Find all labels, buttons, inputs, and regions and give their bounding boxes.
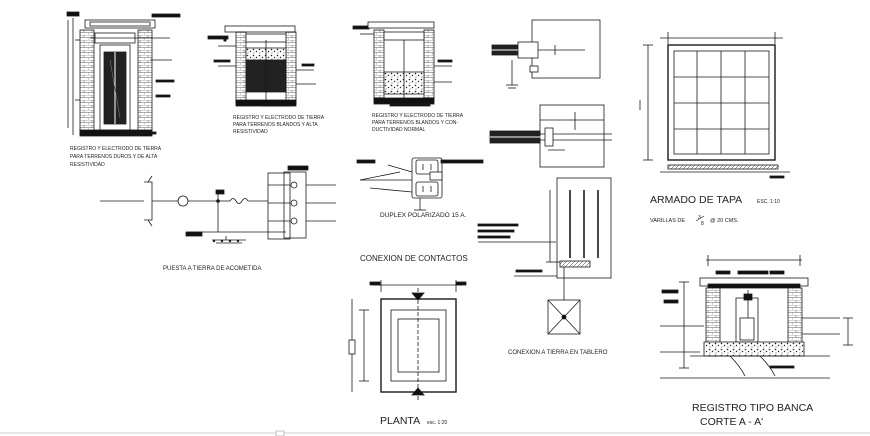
registro-tipo-banca-section xyxy=(660,255,853,379)
registro-3-caption-2: PARA TERRENOS BLANDOS Y CON- xyxy=(372,120,458,126)
puesta-tierra-caption: PUESTA A TIERRA DE ACOMETIDA xyxy=(163,266,261,272)
armado-tapa-scale: ESC. 1:10 xyxy=(757,199,780,205)
registro-2-caption-1: REGISTRO Y ELECTRODO DE TIERRA xyxy=(233,115,325,121)
planta-scale: esc. 1:20 xyxy=(427,420,448,426)
tablero-ground-detail xyxy=(477,177,612,335)
planta-title: PLANTA xyxy=(380,415,420,427)
armado-tapa-title: ARMADO DE TAPA xyxy=(650,194,742,206)
registro-tipo-banca-title: REGISTRO TIPO BANCA xyxy=(692,402,813,414)
registro-1-caption-2: PARA TERRENOS DUROS Y DE ALTA xyxy=(70,154,158,160)
registro-electrodo-detail-1 xyxy=(66,11,181,137)
registro-2-caption-3: RESISTIVIDAD xyxy=(233,129,268,135)
duplex-caption: DUPLEX POLARIZADO 15 A. xyxy=(380,212,467,219)
registro-1-caption-1: REGISTRO Y ELECTRODO DE TIERRA xyxy=(70,146,162,152)
registro-tipo-banca-corte: CORTE A - A' xyxy=(700,416,763,428)
tablero-detail-top xyxy=(486,19,601,89)
varillas-suffix: @ 20 CMS. xyxy=(710,218,739,224)
varillas-prefix: VARILLAS DE xyxy=(650,218,685,224)
duplex-outlet-detail xyxy=(356,157,484,211)
puesta-tierra-acometida-diagram xyxy=(100,165,336,244)
registro-1-caption-3: RESISTIVIDAD xyxy=(70,162,105,168)
tablero-detail-middle xyxy=(489,104,612,168)
registro-3-caption-3: DUCTIVIDAD NORMAL xyxy=(372,127,426,133)
varillas-fraction-num: 3 xyxy=(698,215,701,221)
armado-tapa-plan xyxy=(639,32,790,179)
planta-plan-view xyxy=(348,280,467,400)
conexion-contactos-title: CONEXION DE CONTACTOS xyxy=(360,254,468,263)
registro-electrodo-detail-2 xyxy=(207,25,316,107)
varillas-fraction-den: 8 xyxy=(701,221,704,227)
registro-3-caption-1: REGISTRO Y ELECTRODO DE TIERRA xyxy=(372,113,464,119)
registro-electrodo-detail-3 xyxy=(352,21,453,107)
registro-2-caption-2: PARA TERRENOS BLANDOS Y ALTA xyxy=(233,122,318,128)
scroll-thumb[interactable] xyxy=(275,430,285,436)
tablero-ground-caption: CONEXION A TIERRA EN TABLERO xyxy=(508,350,608,356)
